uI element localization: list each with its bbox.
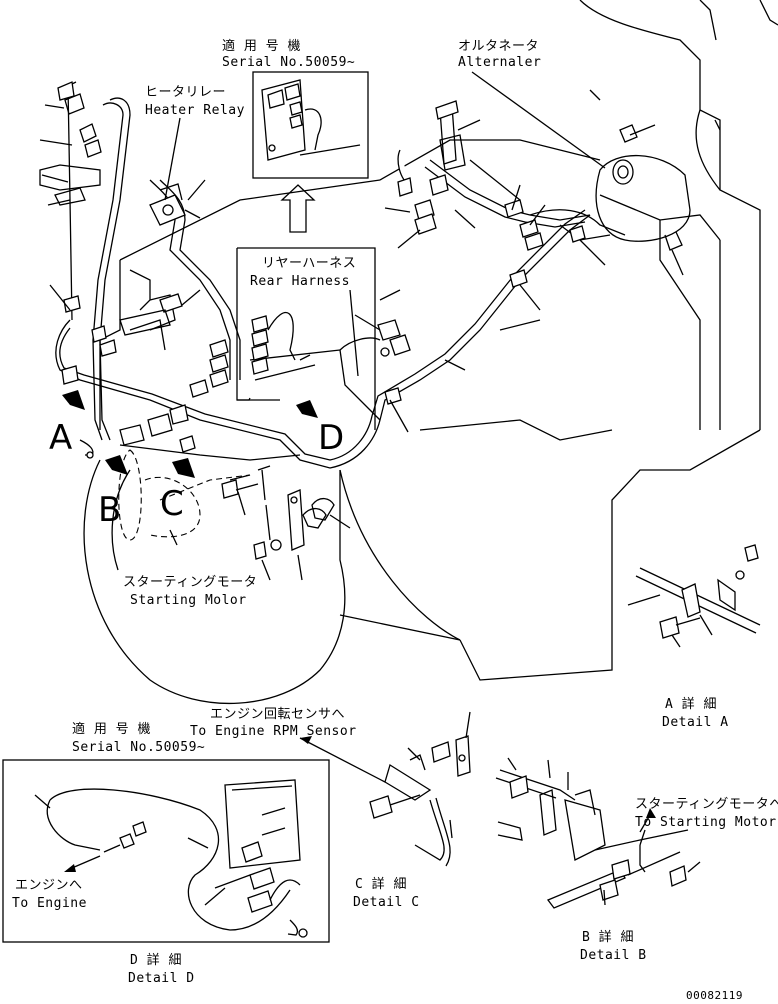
detail-a-drawing (627, 544, 761, 648)
serial-top-en: Serial No.50059~ (222, 55, 356, 70)
engine-rpm-en: To Engine RPM Sensor (190, 724, 357, 739)
leader-lines (39, 71, 721, 581)
alternator (595, 124, 691, 251)
detail-c-en: Detail C (353, 895, 420, 910)
detail-b-drawing (495, 757, 701, 909)
to-starting-motor-arrowhead (646, 808, 656, 818)
rear-harness-en: Rear Harness (250, 274, 350, 289)
detail-c-jp: C 詳 細 (355, 877, 407, 892)
serial-bottom-en: Serial No.50059~ (72, 740, 206, 755)
components-right (377, 100, 586, 405)
serial-bottom-jp: 適 用 号 機 (72, 722, 151, 737)
serial-top-jp: 適 用 号 機 (222, 39, 301, 54)
to-engine-en: To Engine (12, 896, 87, 911)
alternator-en: Alternaler (458, 55, 542, 70)
view-label-a: A (49, 418, 73, 458)
detail-d-jp: D 詳 細 (130, 953, 182, 968)
detail-d-en: Detail D (128, 971, 195, 986)
to-engine-jp: エンジンへ (15, 878, 83, 893)
starting-motor-jp: スターティングモータ (123, 575, 258, 590)
rear-harness-jp: リヤーハーネス (262, 256, 357, 271)
heater-relay-en: Heater Relay (145, 103, 245, 118)
rear-harness-box (236, 247, 376, 430)
heater-relay-jp: ヒータリレー (145, 85, 227, 100)
bracket-group (118, 449, 335, 560)
top-inset (252, 71, 369, 233)
view-label-d: D (318, 418, 345, 458)
heater-relay (149, 183, 201, 226)
alternator-jp: オルタネータ (458, 39, 540, 54)
detail-a-en: Detail A (662, 715, 729, 730)
to-starting-motor-jp: スターティングモータへ (635, 797, 778, 812)
view-arrows (62, 390, 318, 478)
engine-outline (83, 0, 778, 705)
starting-motor-en: Starting Molor (130, 593, 247, 608)
drawing-number: 00082119 (686, 989, 743, 1002)
detail-b-en: Detail B (580, 948, 647, 963)
detail-c-drawing (299, 711, 471, 867)
detail-d-box (2, 759, 330, 943)
components-left (39, 81, 301, 461)
view-label-c: C (160, 484, 184, 524)
engine-rpm-jp: エンジン回転センサへ (210, 707, 346, 722)
view-label-b: B (98, 490, 122, 530)
to-starting-motor-en: To Starting Motor (635, 815, 777, 830)
detail-a-jp: A 詳 細 (665, 697, 717, 712)
detail-b-jp: B 詳 細 (582, 930, 634, 945)
